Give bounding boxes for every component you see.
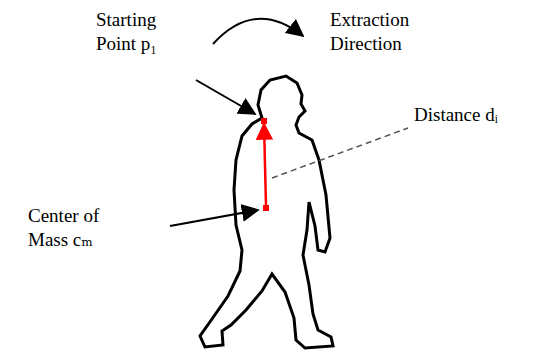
person-silhouette (200, 76, 333, 348)
starting-point-label: Starting Point p₁ (96, 8, 191, 56)
starting-point-leader (196, 80, 255, 114)
center-of-mass-label: Center of Mass cₘ (28, 204, 138, 252)
center-of-mass-dot (263, 205, 269, 211)
distance-label: Distance dᵢ (414, 103, 498, 127)
distance-dashed-line (272, 128, 408, 178)
center-of-mass-leader (170, 210, 258, 226)
extraction-direction-label: Extraction Direction (330, 8, 440, 56)
starting-point-dot (261, 118, 267, 124)
distance-vector (264, 124, 266, 206)
extraction-arrow (213, 19, 303, 44)
